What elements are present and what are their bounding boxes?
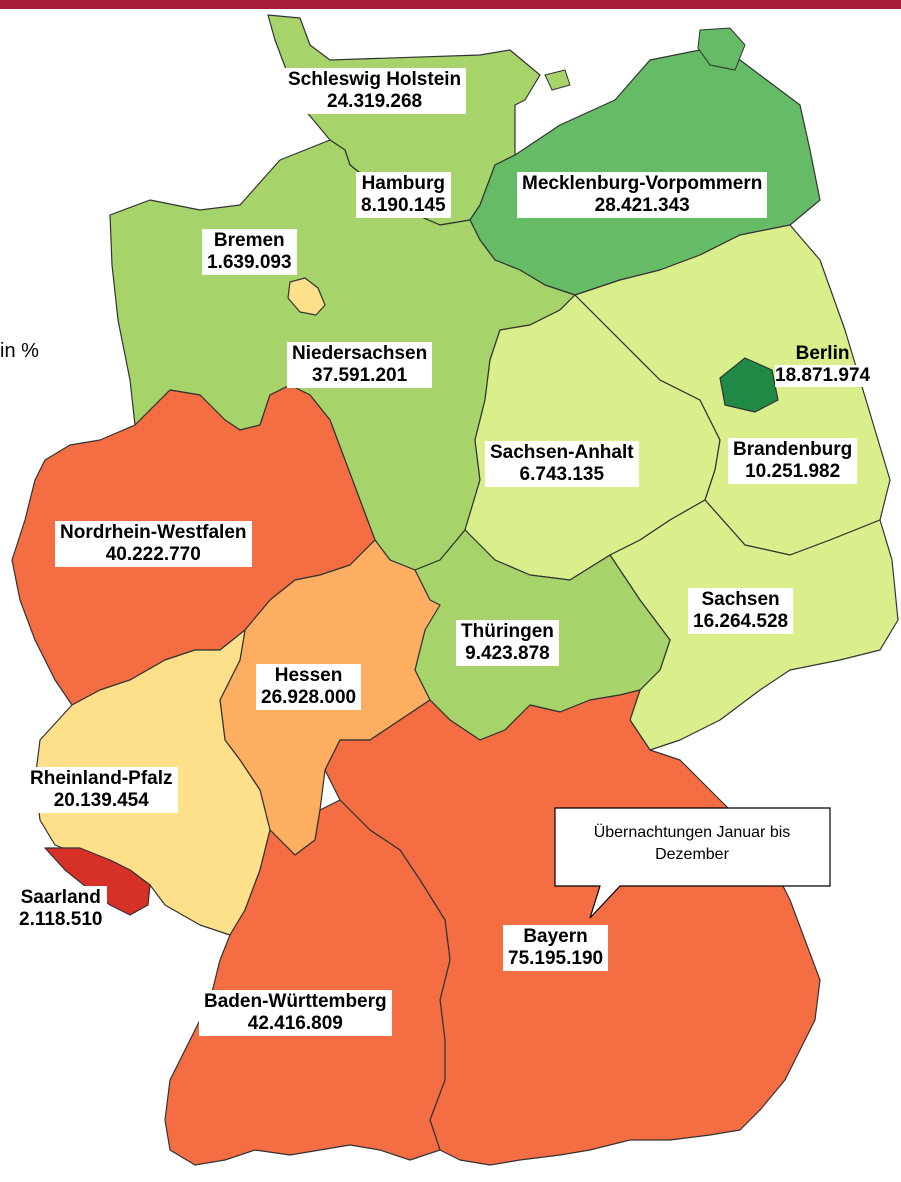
label-nordrhein-westfalen: Nordrhein-Westfalen 40.222.770	[55, 521, 252, 567]
state-baden-wuerttemberg[interactable]	[164, 799, 451, 1166]
legend-unit-label: in %	[0, 340, 39, 362]
state-value: 9.423.878	[465, 643, 550, 664]
state-name: Schleswig Holstein	[288, 69, 462, 90]
state-value: 1.639.093	[207, 252, 292, 273]
label-bremen: Bremen 1.639.093	[202, 229, 297, 275]
state-name: Hamburg	[361, 173, 445, 194]
state-value: 28.421.343	[594, 195, 690, 216]
state-saarland[interactable]	[44, 847, 151, 916]
label-mecklenburg-vorpommern: Mecklenburg-Vorpommern 28.421.343	[517, 172, 768, 218]
label-bayern: Bayern 75.195.190	[503, 925, 609, 971]
state-value: 24.319.268	[327, 91, 423, 112]
state-value: 10.251.982	[745, 461, 841, 482]
state-value: 20.139.454	[53, 790, 149, 811]
callout-text: Übernachtungen Januar bis Dezember	[593, 824, 791, 863]
state-value: 26.928.000	[261, 687, 357, 708]
label-niedersachsen: Niedersachsen 37.591.201	[287, 342, 433, 388]
label-schleswig-holstein: Schleswig Holstein 24.319.268	[283, 68, 467, 114]
label-sachsen: Sachsen 16.264.528	[688, 588, 794, 634]
state-name: Bremen	[213, 230, 285, 251]
state-value: 18.871.974	[775, 365, 871, 387]
state-value: 37.591.201	[312, 365, 408, 386]
state-name: Thüringen	[461, 621, 554, 642]
label-baden-wuerttemberg: Baden-Württemberg 42.416.809	[199, 990, 392, 1036]
state-bremen[interactable]	[287, 277, 326, 316]
state-name: Hessen	[274, 665, 343, 686]
state-name: Sachsen	[701, 589, 780, 610]
state-value: 16.264.528	[693, 611, 789, 632]
label-rheinland-pfalz: Rheinland-Pfalz 20.139.454	[25, 767, 178, 813]
label-sachsen-anhalt: Sachsen-Anhalt 6.743.135	[485, 441, 639, 487]
state-name: Rheinland-Pfalz	[30, 768, 173, 789]
header-bar	[0, 0, 901, 9]
state-value: 40.222.770	[105, 544, 201, 565]
state-value: 42.416.809	[247, 1013, 343, 1034]
state-name: Mecklenburg-Vorpommern	[522, 173, 763, 194]
label-hessen: Hessen 26.928.000	[256, 664, 362, 710]
label-brandenburg: Brandenburg 10.251.982	[728, 438, 858, 484]
island-fehmarn	[544, 69, 571, 91]
state-name: Bayern	[523, 926, 588, 947]
label-hamburg: Hamburg 8.190.145	[356, 172, 451, 218]
state-value: 75.195.190	[508, 948, 604, 969]
state-value: 2.118.510	[19, 909, 103, 930]
state-name: Berlin	[795, 343, 850, 364]
state-berlin[interactable]	[719, 357, 779, 413]
state-name: Baden-Württemberg	[204, 991, 387, 1012]
label-berlin: Berlin 18.871.974	[770, 342, 875, 388]
state-value: 8.190.145	[361, 195, 446, 216]
state-name: Niedersachsen	[292, 343, 428, 364]
island-ruegen	[697, 27, 746, 71]
label-saarland: Saarland 2.118.510	[14, 886, 108, 932]
state-name: Saarland	[20, 887, 101, 908]
label-thueringen: Thüringen 9.423.878	[456, 620, 559, 666]
state-name: Brandenburg	[733, 439, 853, 460]
state-name: Nordrhein-Westfalen	[60, 522, 247, 543]
state-value: 6.743.135	[519, 464, 605, 485]
state-name: Sachsen-Anhalt	[490, 442, 634, 463]
